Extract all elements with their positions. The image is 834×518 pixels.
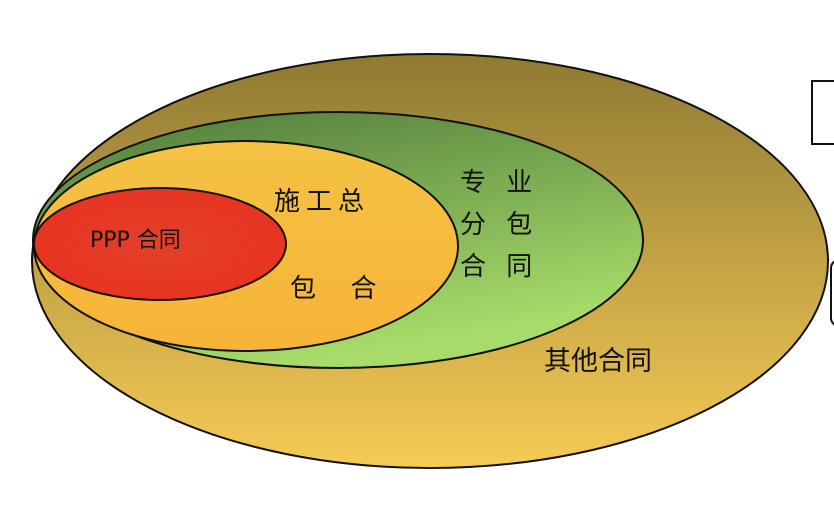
label-general-contract-line2: 包 合	[290, 274, 383, 304]
ellipse-ppp-contract	[33, 187, 287, 301]
label-ppp-contract: PPP 合同	[90, 228, 181, 253]
label-other-contracts: 其他合同	[544, 346, 652, 377]
label-specialty-line3: 合 同	[460, 252, 538, 282]
label-specialty-line1: 专 业	[460, 168, 538, 198]
label-general-contract-line1: 施工总	[274, 187, 370, 217]
label-specialty-line2: 分 包	[460, 210, 538, 240]
edge-box-bottom	[830, 260, 834, 326]
edge-box-top	[811, 80, 834, 145]
